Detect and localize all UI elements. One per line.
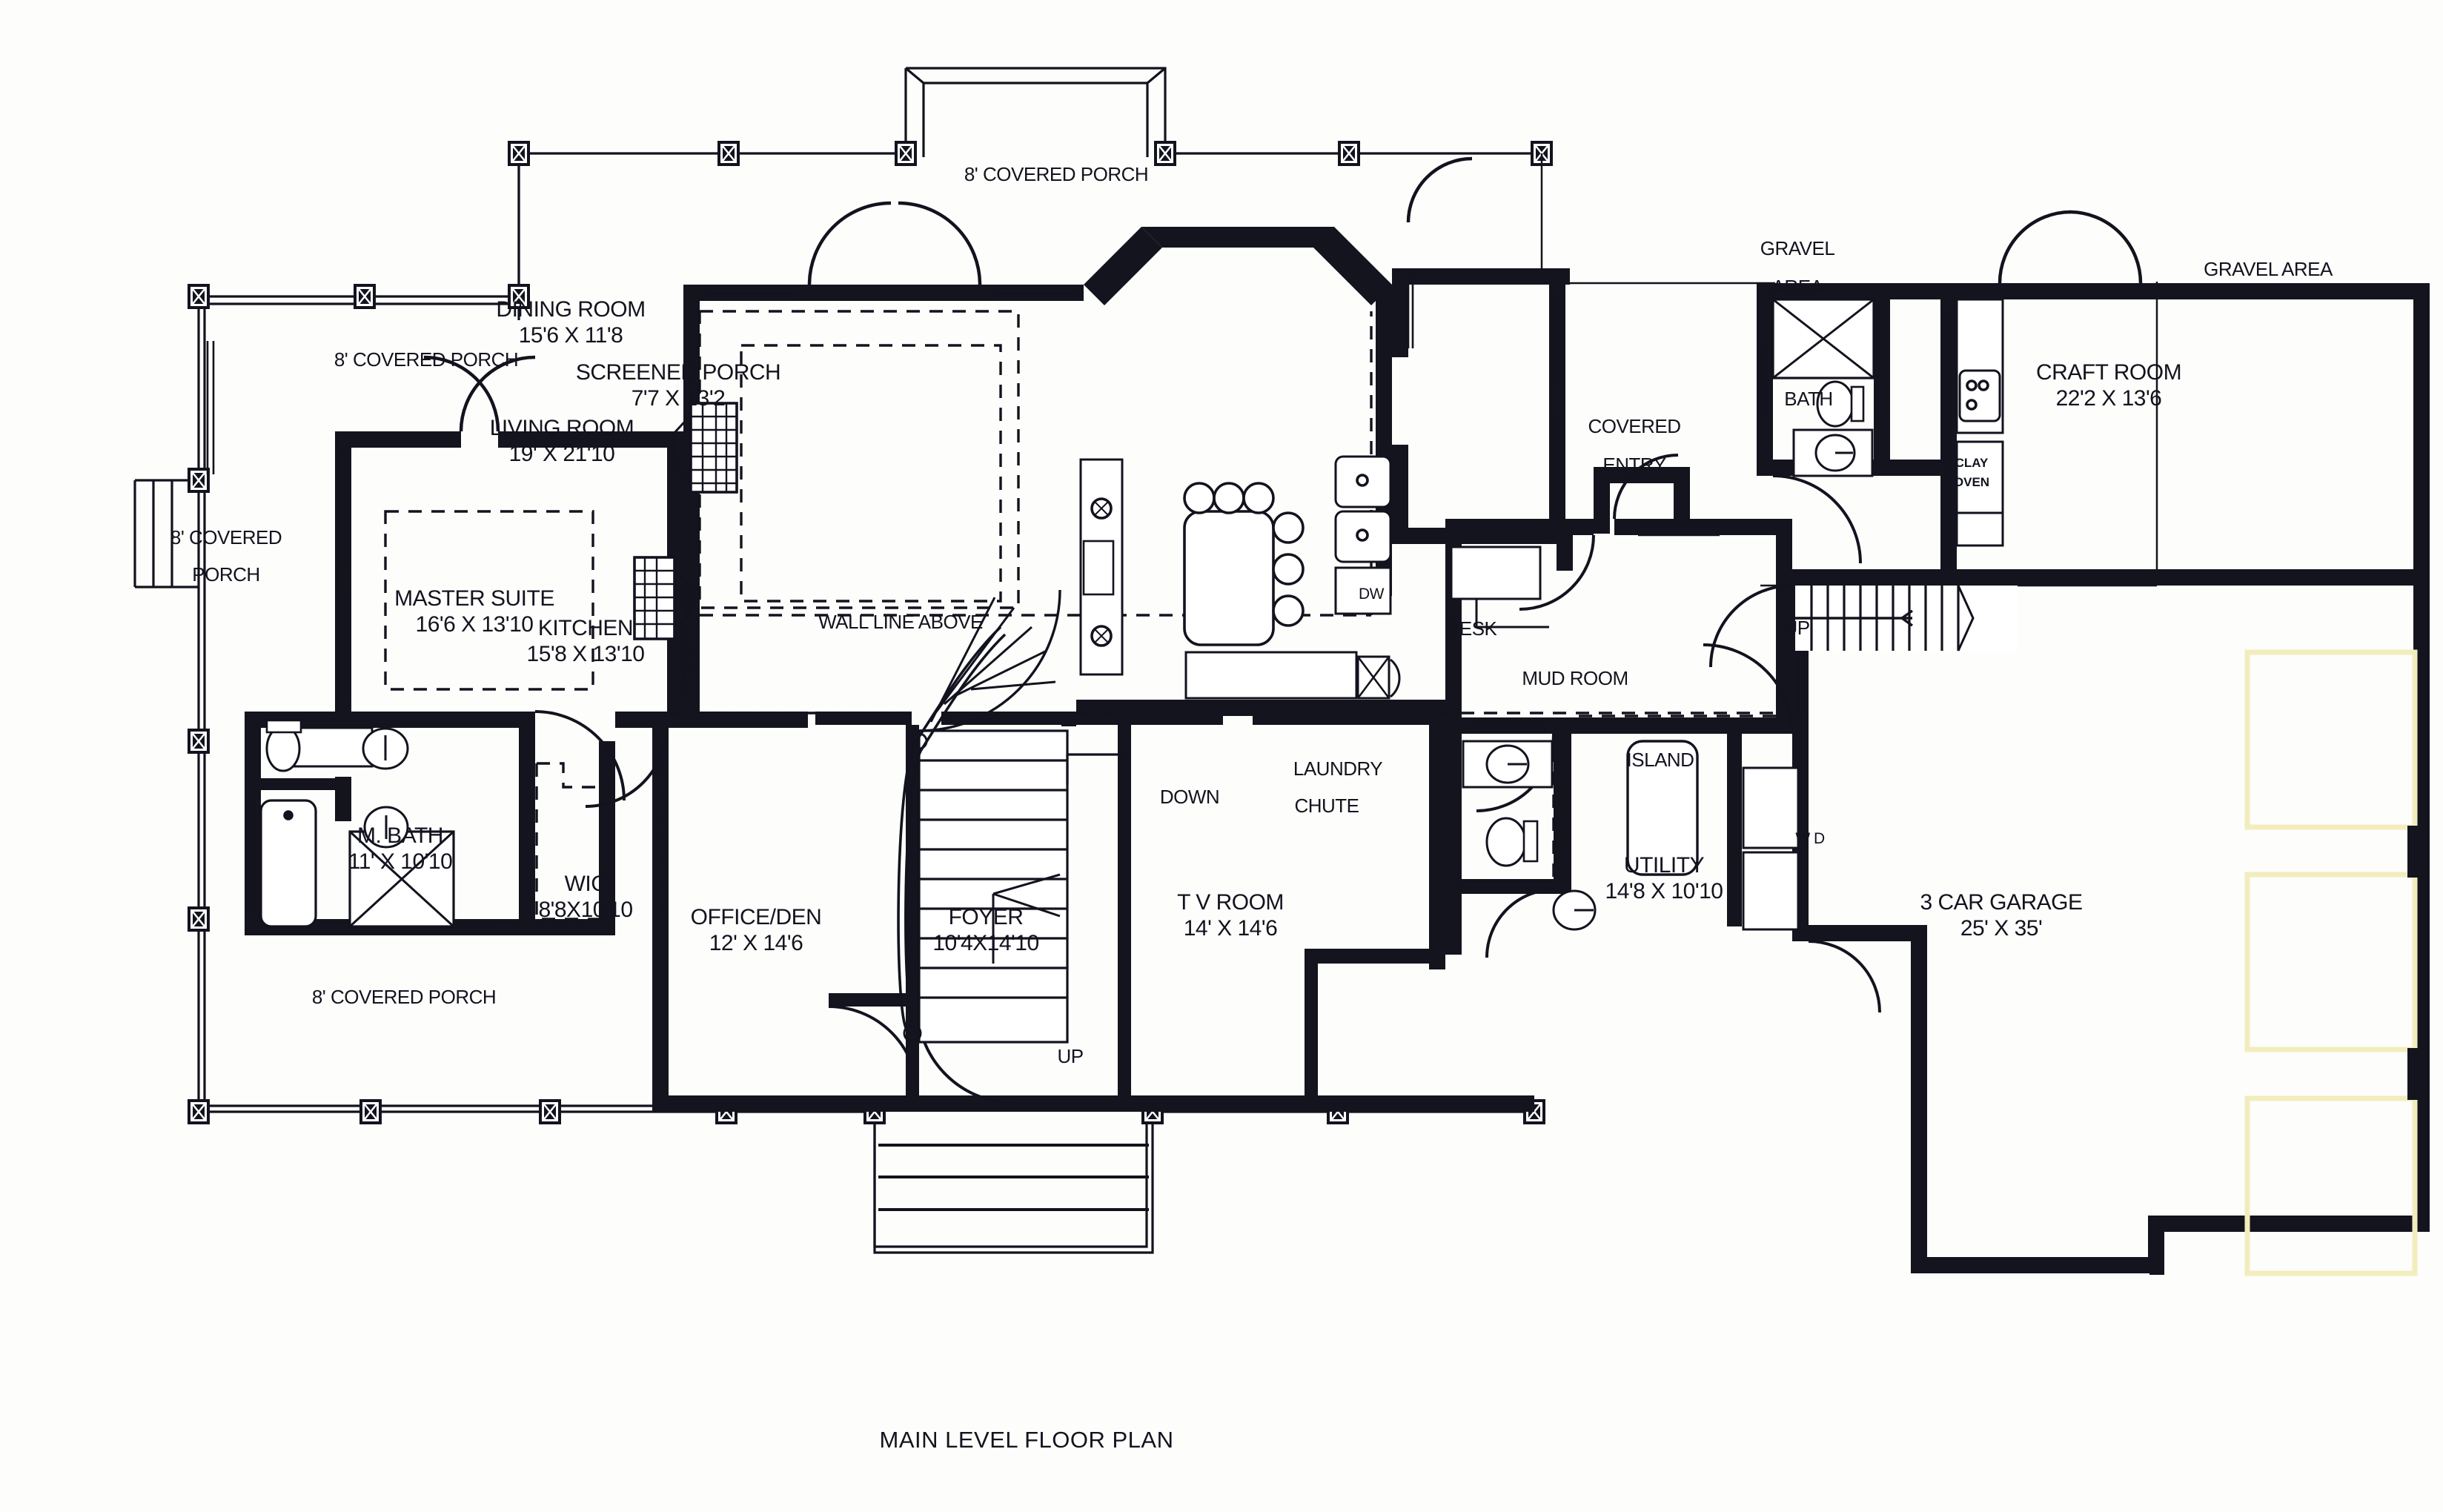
room-dimension: 15'6 X 11'8 [518, 323, 623, 348]
room-name: CRAFT ROOM [2035, 360, 2182, 385]
room-name: 3 CAR GARAGE [1920, 890, 2083, 915]
door-swings [423, 156, 2143, 1104]
annotation-covered-entry-l2: ENTRY [1602, 454, 1666, 476]
page-title: MAIN LEVEL FLOOR PLAN [879, 1427, 1174, 1453]
annotation-gravel-area-mid-l1: GRAVEL [1760, 237, 1835, 259]
annotation-porch-bottom-left: 8' COVERED PORCH [311, 986, 497, 1008]
room-dimension: 15'8 X 13'10 [526, 642, 645, 667]
annotation-porch-left-l2: PORCH [192, 563, 260, 586]
annotation-gravel-area-mid-l2: AREA [1771, 276, 1823, 298]
annotation-stair-up-foyer: UP [1057, 1045, 1084, 1067]
room-dimension: 14' X 14'6 [1183, 916, 1278, 941]
annotation-insulated-wall: INSULATED WALL [679, 586, 693, 696]
room-name: SCREENED PORCH [575, 360, 781, 385]
room-dimension: 11' X 10'10 [348, 849, 453, 875]
annotation-porch-left-l1: 8' COVERED [170, 526, 282, 548]
room-dimension: 14'8 X 10'10 [1605, 879, 1723, 904]
fixtures [259, 298, 2004, 931]
garage-door-jambs [2407, 826, 2424, 1100]
garage-doors [2244, 649, 2418, 1276]
room-name: OFFICE/DEN [690, 905, 822, 929]
room-name: FOYER [948, 905, 1024, 929]
annotation-clay-oven-l1: CLAY [1955, 456, 1989, 470]
annotation-washer-dryer: W D [1795, 830, 1825, 847]
room-dimension: 8'8X10'10 [538, 898, 633, 923]
room-dimension: 19' X 21'10 [508, 442, 615, 467]
annotation-stair-up-garage: UP [1783, 617, 1810, 639]
room-name: M. BATH [357, 823, 443, 848]
room-dimension: 10'4X14'10 [932, 931, 1039, 956]
annotation-laundry-chute-l1: LAUNDRY [1293, 757, 1383, 780]
room-dimension: 25' X 35' [1960, 916, 2043, 941]
room-name: LIVING ROOM [489, 416, 634, 440]
room-name: DINING ROOM [496, 297, 646, 322]
room-name: UTILITY [1623, 853, 1705, 878]
annotation-desk: DESK [1445, 617, 1497, 640]
annotation-stair-down: DOWN [1159, 786, 1220, 808]
garage-staircase [1795, 585, 2018, 651]
annotation-laundry-chute-l2: CHUTE [1294, 795, 1359, 817]
room-name: T V ROOM [1177, 890, 1284, 915]
room-dimension: 12' X 14'6 [709, 931, 803, 956]
annotation-mud-room: MUD ROOM [1522, 667, 1628, 689]
annotation-clay-oven-l2: OVEN [1953, 475, 1990, 489]
main-staircase [897, 589, 1127, 1044]
annotation-bath: BATH [1784, 388, 1833, 410]
room-name: KITCHEN [537, 616, 634, 640]
annotation-wall-line-above: WALL LINE ABOVE [818, 611, 983, 633]
annotation-dishwasher: DW [1359, 586, 1385, 603]
annotation-gravel-area-right: GRAVEL AREA [2204, 258, 2333, 280]
annotation-porch-top: 8' COVERED PORCH [964, 163, 1149, 185]
room-dimension: 22'2 X 13'6 [2055, 386, 2162, 411]
annotation-porch-upper-left: 8' COVERED PORCH [334, 348, 519, 371]
room-dimension: 16'6 X 13'10 [415, 612, 534, 637]
room-name: WIC [564, 872, 607, 896]
annotation-covered-entry-l1: COVERED [1588, 415, 1681, 437]
room-name: MASTER SUITE [394, 586, 554, 611]
room-dimension: 7'7 X 13'2 [631, 386, 726, 411]
annotation-island: ISLAND [1626, 749, 1694, 771]
